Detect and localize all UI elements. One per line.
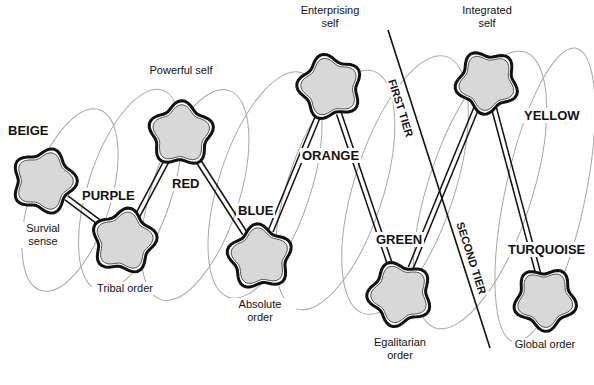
blob-outline	[297, 54, 360, 118]
connector-line	[268, 112, 317, 230]
blob-outline	[367, 263, 430, 327]
level-name: YELLOW	[522, 108, 582, 123]
connector-line	[273, 114, 322, 232]
blob-outline	[149, 101, 213, 164]
spiral-level: TURQUOISEGlobal order	[510, 264, 580, 334]
blob-outline	[94, 208, 158, 272]
level-name: BLUE	[236, 203, 275, 218]
level-description: Survial sense	[8, 222, 78, 248]
connector-line	[135, 158, 166, 215]
blob-fill	[231, 228, 287, 283]
blob-shape	[364, 258, 436, 330]
blob-fill	[153, 105, 209, 160]
blob-fill	[97, 212, 153, 268]
level-name: TURQUOISE	[506, 242, 587, 257]
spiral-level: GREENEgalitarian order	[364, 258, 436, 330]
level-name: PURPLE	[80, 188, 137, 203]
blob-outline	[514, 271, 576, 332]
connector-line	[198, 156, 247, 232]
spiral-loop	[3, 97, 138, 302]
level-description: Global order	[512, 338, 578, 351]
spiral-level: YELLOWIntegrated self	[452, 47, 522, 117]
blob-shape	[145, 98, 217, 170]
level-name: GREEN	[374, 232, 424, 247]
blob-fill	[518, 274, 573, 327]
blob-fill	[19, 153, 74, 209]
blob-shape	[224, 221, 296, 293]
spiral-level: ORANGEEnterprising self	[294, 51, 366, 123]
blob-fill	[371, 266, 426, 322]
level-description: Egalitarian order	[360, 336, 440, 362]
connector-line	[194, 159, 243, 235]
blob-fill	[459, 56, 514, 110]
level-name: ORANGE	[300, 148, 361, 163]
tier-label: FIRST TIER	[386, 76, 417, 141]
spiral-level: BEIGESurvial sense	[8, 145, 80, 217]
level-description: Powerful self	[146, 64, 216, 77]
blob-outline	[15, 149, 77, 213]
spiral-level: REDPowerful self	[145, 98, 217, 170]
spiral-level: PURPLETribal order	[88, 205, 160, 277]
level-name: BEIGE	[6, 123, 50, 138]
level-description: Tribal order	[92, 282, 158, 295]
connector-line	[139, 160, 170, 217]
spiral-level: BLUEAbsolute order	[224, 221, 296, 293]
blob-shape	[88, 205, 160, 277]
blob-shape	[8, 145, 80, 217]
blob-outline	[455, 53, 517, 114]
blob-shape	[294, 51, 366, 123]
level-description: Absolute order	[224, 298, 296, 324]
double-connector	[194, 156, 247, 234]
level-name: RED	[170, 176, 201, 191]
level-description: Integrated self	[454, 4, 520, 30]
blob-shape	[452, 47, 522, 117]
blob-fill	[301, 58, 356, 114]
double-connector	[268, 112, 321, 232]
double-connector	[135, 158, 170, 218]
level-description: Enterprising self	[292, 4, 368, 30]
blob-shape	[510, 264, 580, 334]
blob-outline	[227, 224, 291, 287]
tier-label: SECOND TIER	[454, 218, 490, 297]
